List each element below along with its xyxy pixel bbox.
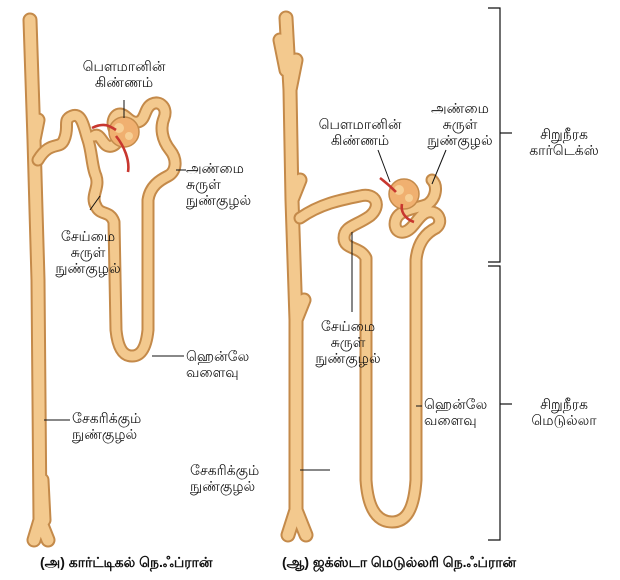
collecting-duct-a — [30, 20, 48, 540]
label-b-loop-of-henle: ஹென்லேவளைவு — [424, 396, 498, 428]
label-b-glomerulus: பௌமானின்கிண்ணம் — [308, 116, 412, 148]
region-brackets — [488, 8, 512, 540]
label-b-collecting-duct: சேகரிக்கும்நுண்குழல் — [190, 462, 298, 494]
label-a-proximal-tubule: சேய்மைசுருள்நுண்குழல் — [40, 228, 136, 276]
label-b-distal-tubule: அண்மைசுருள்நுண்குழல் — [412, 100, 508, 148]
label-b-proximal-tubule: சேய்மைசுருள்நுண்குழல் — [300, 318, 396, 366]
label-a-collecting-duct: சேகரிக்கும்நுண்குழல் — [72, 410, 182, 442]
label-a-distal-tubule: அண்மைசுருள்நுண்குழல் — [186, 160, 282, 208]
label-a-glomerulus: பௌமானின்கிண்ணம் — [72, 58, 176, 90]
collecting-duct-b — [280, 18, 306, 535]
caption-a: (அ) கார்ட்டிகல் நெ.ஃப்ரான் — [40, 554, 212, 573]
label-a-loop-of-henle: ஹென்லேவளைவு — [186, 348, 266, 380]
caption-b: (ஆ) ஜக்ஸ்டா மெடுல்லரி நெ.ஃப்ரான் — [282, 554, 516, 573]
